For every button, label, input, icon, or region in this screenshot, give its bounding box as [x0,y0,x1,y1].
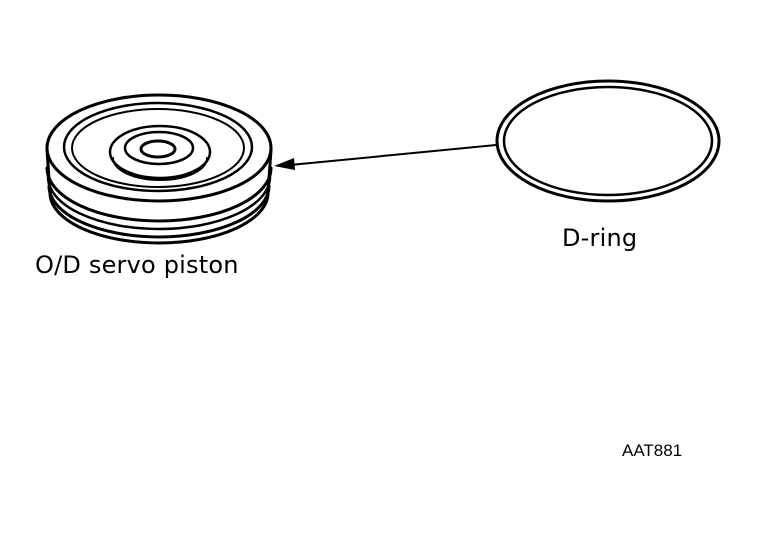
label-servo-piston: O/D servo piston [35,251,239,279]
arrowhead [274,158,295,170]
label-d-ring: D-ring [562,224,638,252]
leader-line [289,144,497,166]
piston-side-bottom [48,191,270,245]
leader-arrow [274,144,497,170]
figure-code: AAT881 [622,441,683,460]
d-ring-drawing [495,79,721,203]
piston-boss-ring [123,130,195,166]
piston-top-ring-2 [62,101,254,193]
piston-boss-outer [108,124,212,180]
piston-side-groove-2 [46,175,272,231]
d-ring-outer [495,79,721,203]
servo-piston-drawing [45,93,273,245]
piston-side-groove-1 [45,166,273,223]
piston-top-outer-rim [45,93,273,203]
piston-boss-shading [112,157,208,181]
d-ring-inner [502,85,714,197]
piston-top-ring-3 [71,108,245,188]
piston-side-groove-3 [47,184,271,239]
piston-center-hole [139,139,177,159]
